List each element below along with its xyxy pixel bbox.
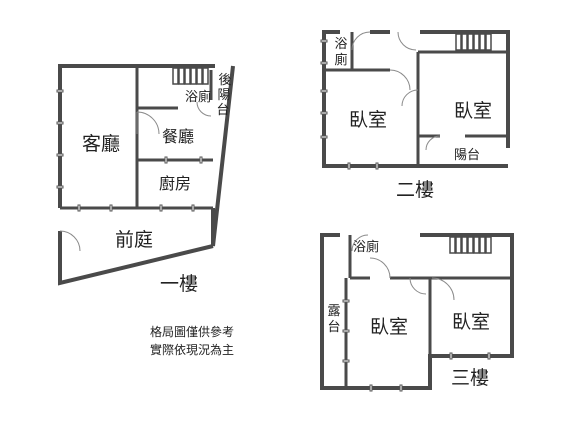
label-f3-bath: 浴廁 (353, 239, 379, 255)
label-f3-bedroom-right: 臥室 (452, 311, 490, 333)
floor3-title: 三樓 (451, 367, 489, 389)
label-f2-bedroom-right: 臥室 (454, 100, 492, 122)
label-f2-balcony: 陽台 (454, 148, 480, 163)
label-f2-bath-1: 浴 (334, 37, 347, 52)
label-f3-terrace-1: 露 (327, 304, 340, 319)
label-f2-bedroom-left: 臥室 (349, 109, 387, 131)
floor1-stairs (172, 67, 209, 85)
disclaimer-line-1: 格局圖僅供參考 (150, 324, 234, 339)
label-back-balcony-1: 後 (218, 73, 231, 88)
label-back-balcony-2: 陽 (217, 88, 230, 103)
label-f3-bedroom-left: 臥室 (370, 316, 408, 338)
floor2-plan: 浴 廁 臥室 臥室 陽台 二樓 (320, 30, 510, 201)
label-bathroom: 浴廁 (185, 89, 211, 105)
floor2-stairs (455, 33, 492, 51)
floor1-plan: 客廳 浴廁 餐廳 廚房 後 陽 台 前庭 一樓 (56, 64, 235, 295)
label-f3-terrace-2: 台 (327, 320, 340, 335)
label-f2-bath-2: 廁 (334, 52, 347, 68)
floor2-windows (320, 39, 379, 170)
label-kitchen: 廚房 (159, 174, 191, 193)
floor1-title: 一樓 (160, 273, 198, 295)
label-living-room: 客廳 (82, 133, 120, 155)
floor1-windows (56, 89, 203, 212)
floor2-title: 二樓 (396, 179, 434, 201)
disclaimer-line-2: 實際依現況為主 (150, 342, 234, 357)
label-dining-room: 餐廳 (162, 127, 194, 146)
label-back-balcony-3: 台 (216, 103, 229, 118)
floor3-stairs (449, 236, 492, 254)
floor3-windows (342, 299, 491, 392)
floor3-plan: 浴廁 露 台 臥室 臥室 三樓 (320, 233, 514, 392)
label-front-yard: 前庭 (115, 229, 153, 251)
